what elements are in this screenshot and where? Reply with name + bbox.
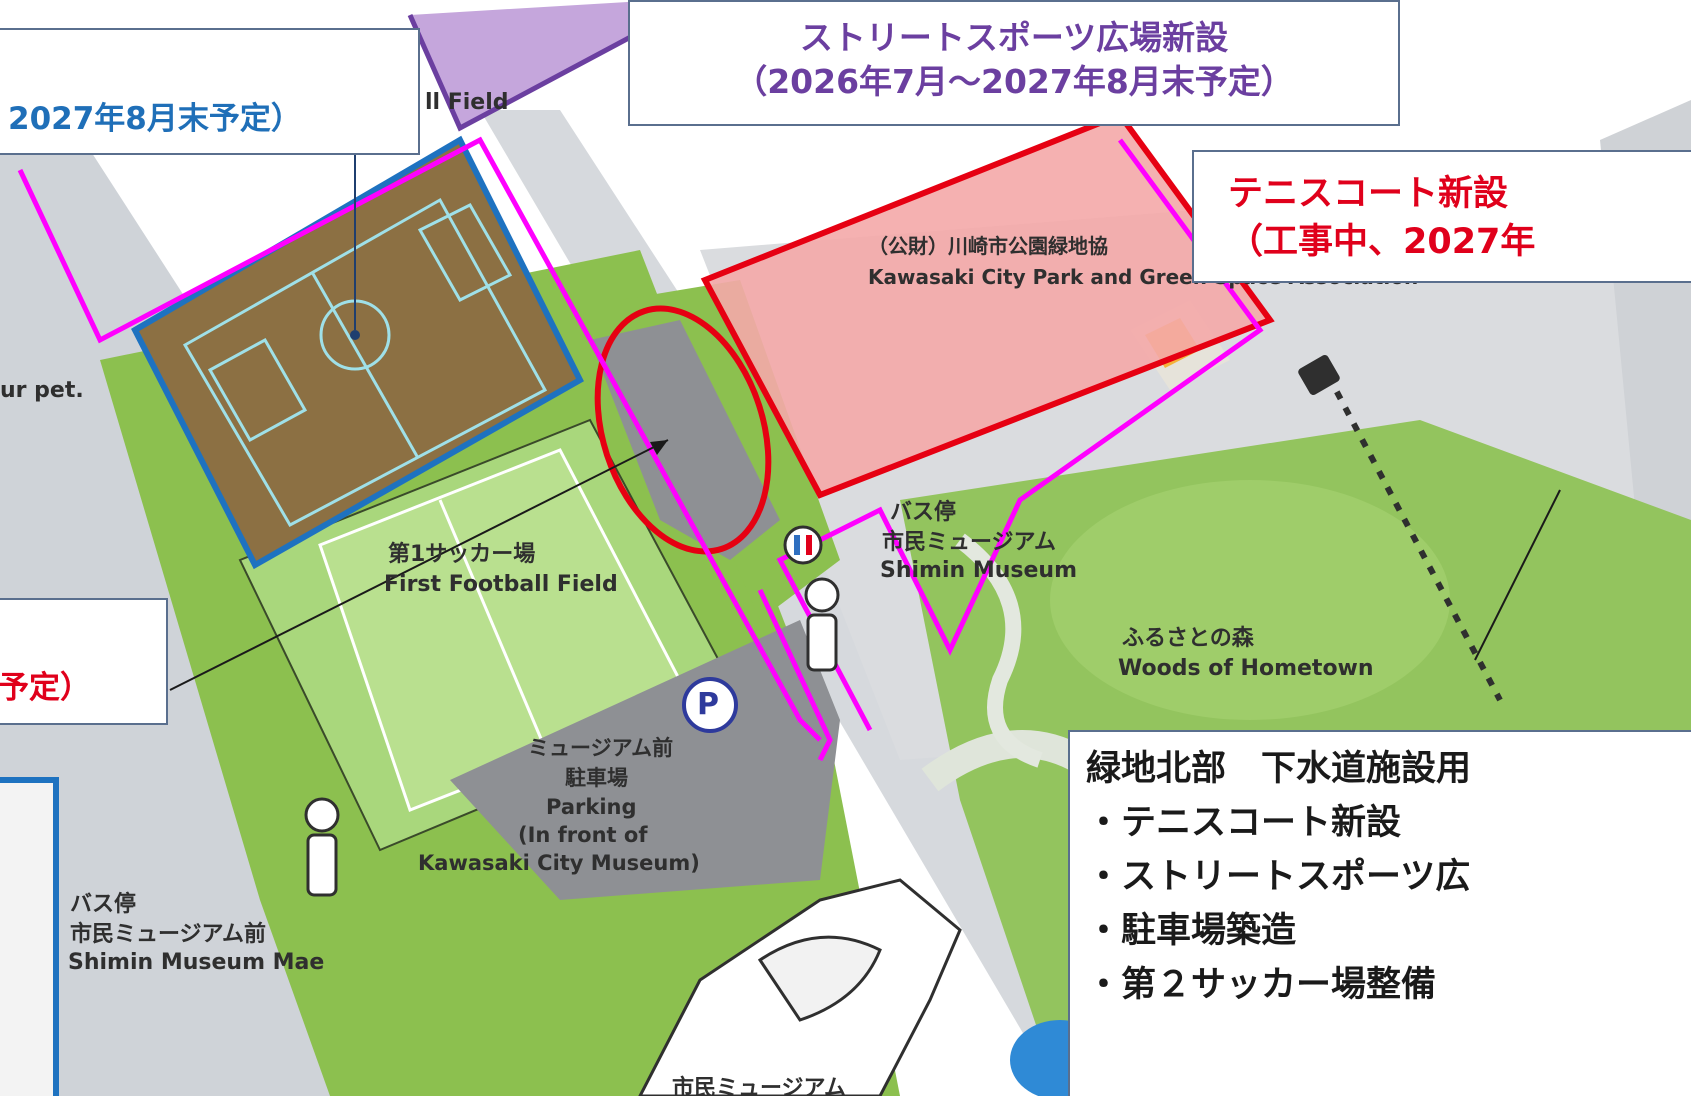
label-parking-jp1: ミュージアム前 — [528, 736, 674, 760]
summary-item-second-field: ・第２サッカー場整備 — [1086, 965, 1437, 1005]
callout-street-sports-period: （2026年7月～2027年8月末予定） — [734, 62, 1294, 101]
magenta-boundary-east — [776, 138, 1264, 732]
second-field-left-box — [207, 337, 308, 443]
first-football-field-center-line — [438, 499, 552, 761]
magenta-boundary-notch — [757, 588, 833, 762]
label-bus-stop-mae-jp1: バス停 — [70, 892, 137, 917]
callout-north-summary: 緑地北部 下水道施設用 ・テニスコート新設 ・ストリートスポーツ広 ・駐車場築造… — [1068, 730, 1691, 1096]
summary-callout-pointer — [1474, 489, 1561, 661]
label-bus-stop-mae-jp2: 市民ミュージアム前 — [70, 922, 267, 947]
second-football-field-outline — [131, 135, 584, 570]
street-sports-area — [410, 0, 700, 128]
second-football-field-center-line — [310, 271, 420, 459]
second-field-right-box — [417, 203, 513, 302]
label-bus-stop-mae-en: Shimin Museum Mae — [68, 950, 325, 975]
callout-tennis-court-period: （工事中、2027年 — [1228, 222, 1536, 262]
label-first-field-en: First Football Field — [384, 572, 618, 597]
parking-symbol-label: P — [697, 687, 719, 722]
bus-stop-icon-museum-mae — [304, 797, 340, 897]
museum-roof-detail — [757, 935, 882, 1022]
callout-soccer-field: 2027年8月末予定） — [0, 28, 420, 155]
label-bus-stop-museum-jp2: 市民ミュージアム — [882, 530, 1057, 555]
street-sports-outline — [407, 0, 702, 132]
callout-street-sports: ストリートスポーツ広場新設 （2026年7月～2027年8月末予定） — [628, 0, 1400, 126]
callout-soccer-field-period: 2027年8月末予定） — [8, 101, 302, 137]
label-museum-bottom-partial: 市民ミュージアム — [672, 1076, 847, 1096]
label-parking-jp2: 駐車場 — [565, 766, 628, 790]
label-association-jp: （公財）川崎市公園緑地協 — [868, 234, 1108, 258]
label-parking-en1: Parking — [546, 795, 637, 819]
label-bus-stop-museum-en: Shimin Museum — [880, 558, 1077, 583]
new-parking-area — [590, 320, 780, 560]
museum-front-parking — [450, 620, 840, 900]
tennis-court-outline — [700, 111, 1275, 499]
label-bus-stop-museum-jp1: バス停 — [890, 500, 957, 525]
summary-title: 緑地北部 下水道施設用 — [1086, 749, 1472, 789]
label-woods-jp: ふるさとの森 — [1122, 626, 1254, 651]
summary-item-parking: ・駐車場築造 — [1086, 911, 1297, 951]
bus-stop-icon-museum — [804, 577, 840, 672]
station-icon — [1298, 354, 1340, 396]
inset-map-frame — [0, 777, 59, 1096]
summary-item-street-sports: ・ストリートスポーツ広 — [1086, 857, 1471, 897]
parking-symbol-icon — [682, 677, 738, 733]
label-field-top-partial: ll Field — [425, 90, 509, 115]
parking-pointer-arrowhead — [650, 440, 668, 455]
parking-callout-pointer — [169, 439, 669, 691]
callout-tennis-court-title: テニスコート新設 — [1228, 174, 1509, 214]
label-first-field-jp: 第1サッカー場 — [388, 542, 536, 567]
label-parking-en2: (In front of — [518, 823, 648, 847]
callout-parking-period: 予定） — [0, 670, 91, 706]
callout-tennis-court: テニスコート新設 （工事中、2027年 — [1192, 150, 1691, 283]
label-pet-partial: ur pet. — [0, 378, 84, 403]
label-woods-en: Woods of Hometown — [1118, 656, 1374, 681]
woods-light-patch — [1050, 480, 1450, 720]
park-walkway-2 — [955, 533, 1043, 768]
label-parking-en3: Kawasaki City Museum) — [418, 851, 700, 875]
summary-item-tennis: ・テニスコート新設 — [1086, 803, 1402, 843]
magenta-boundary-west — [17, 136, 822, 742]
tennis-court-area — [705, 115, 1270, 495]
callout-street-sports-title: ストリートスポーツ広場新設 — [799, 18, 1229, 57]
second-football-field-center-dot — [350, 330, 360, 340]
restroom-icon — [783, 525, 823, 565]
parking-highlight-ellipse — [594, 305, 772, 555]
callout-parking: 予定） — [0, 598, 168, 725]
